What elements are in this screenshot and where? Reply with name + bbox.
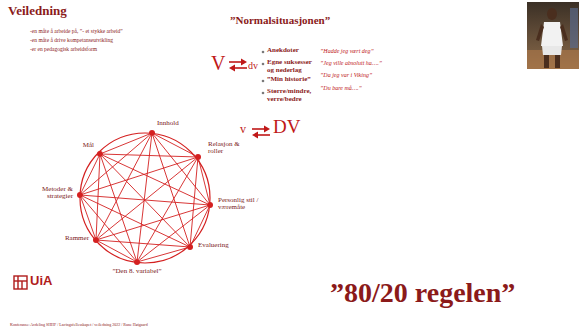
node-label: Mål [83, 142, 94, 149]
network-circle [80, 133, 210, 263]
network-line [101, 157, 136, 259]
node-label: Metoder & strategier [37, 186, 73, 201]
network-line [96, 157, 100, 237]
network-line [82, 197, 135, 259]
double-arrow [229, 59, 247, 72]
network-line [81, 198, 95, 237]
symbol-letter: v [240, 123, 246, 136]
network-dot: Evaluering [187, 244, 193, 250]
section-heading: ”Normalsituasjonen” [230, 14, 330, 26]
intro-line: -en måte å drive kompetanseutvikling [30, 37, 113, 43]
big-statement: ”80/20 regelen” [330, 278, 515, 309]
network-line [190, 160, 197, 244]
network-line [99, 241, 135, 260]
network-dot: Rammer [93, 237, 99, 243]
network-line [139, 207, 207, 260]
network-dot: Personlig stil / væremåte [207, 202, 213, 208]
network-line [102, 156, 188, 245]
bullet-text: Egne suksesser og nederlag [267, 59, 319, 74]
intro-line: -er en pedagogisk arbeidsform [30, 46, 97, 52]
intro-line: -en måte å arbeide på, ”- et stykke arbe… [30, 28, 123, 34]
network-line [199, 160, 210, 202]
network-line [99, 206, 207, 239]
network-line [99, 240, 187, 247]
network-line [83, 196, 188, 245]
bullet-text: Anekdoter [267, 47, 299, 55]
network-dot: Mål [97, 151, 103, 157]
network-dot: ”Den 8. variabel” [134, 259, 140, 265]
node-label: ”Den 8. variabel” [112, 268, 161, 275]
network-line [81, 157, 98, 193]
node-label: Innhold [157, 120, 179, 127]
basketball-photo [527, 2, 579, 69]
network-line [103, 155, 208, 203]
symbol-letter: dv [248, 60, 258, 71]
double-arrow [252, 126, 270, 139]
network-line [140, 248, 187, 261]
quote-text: ”Da jeg var i Viking” [320, 72, 372, 79]
logo-text: UiA [30, 274, 52, 288]
quote-text: ”Hadde jeg vært deg” [320, 48, 374, 55]
network-line [139, 160, 197, 260]
network-line [155, 134, 196, 155]
bullet-marker [262, 51, 265, 95]
node-label: Relasjon & roller [208, 141, 246, 156]
bullet-text: Større/mindre, verre/bedre [267, 88, 317, 103]
bullet-text: ”Min historie” [267, 76, 311, 84]
node-label: Evaluering [198, 242, 229, 249]
symbol-letter: DV [273, 117, 300, 138]
quote-text: ”Du bare må….” [320, 85, 362, 92]
node-label: Rammer [65, 235, 89, 242]
quote-text: ”Jeg ville absolutt ha….” [320, 60, 382, 67]
network-dot: Innhold [149, 130, 155, 136]
network-line [82, 135, 149, 193]
network-dot: Relasjon & roller [195, 154, 201, 160]
network-dot: Metoder & strategier [77, 192, 83, 198]
footer-text: Konferanse: Avdeling SHHF / Læringsfelle… [10, 323, 148, 327]
network-line [103, 134, 149, 153]
logo-icon [14, 276, 27, 289]
symbol-letter: V [211, 52, 225, 74]
network-line [103, 154, 195, 157]
slide-title: Veiledning [8, 4, 67, 18]
node-label: Personlig stil / væremåte [218, 197, 270, 212]
